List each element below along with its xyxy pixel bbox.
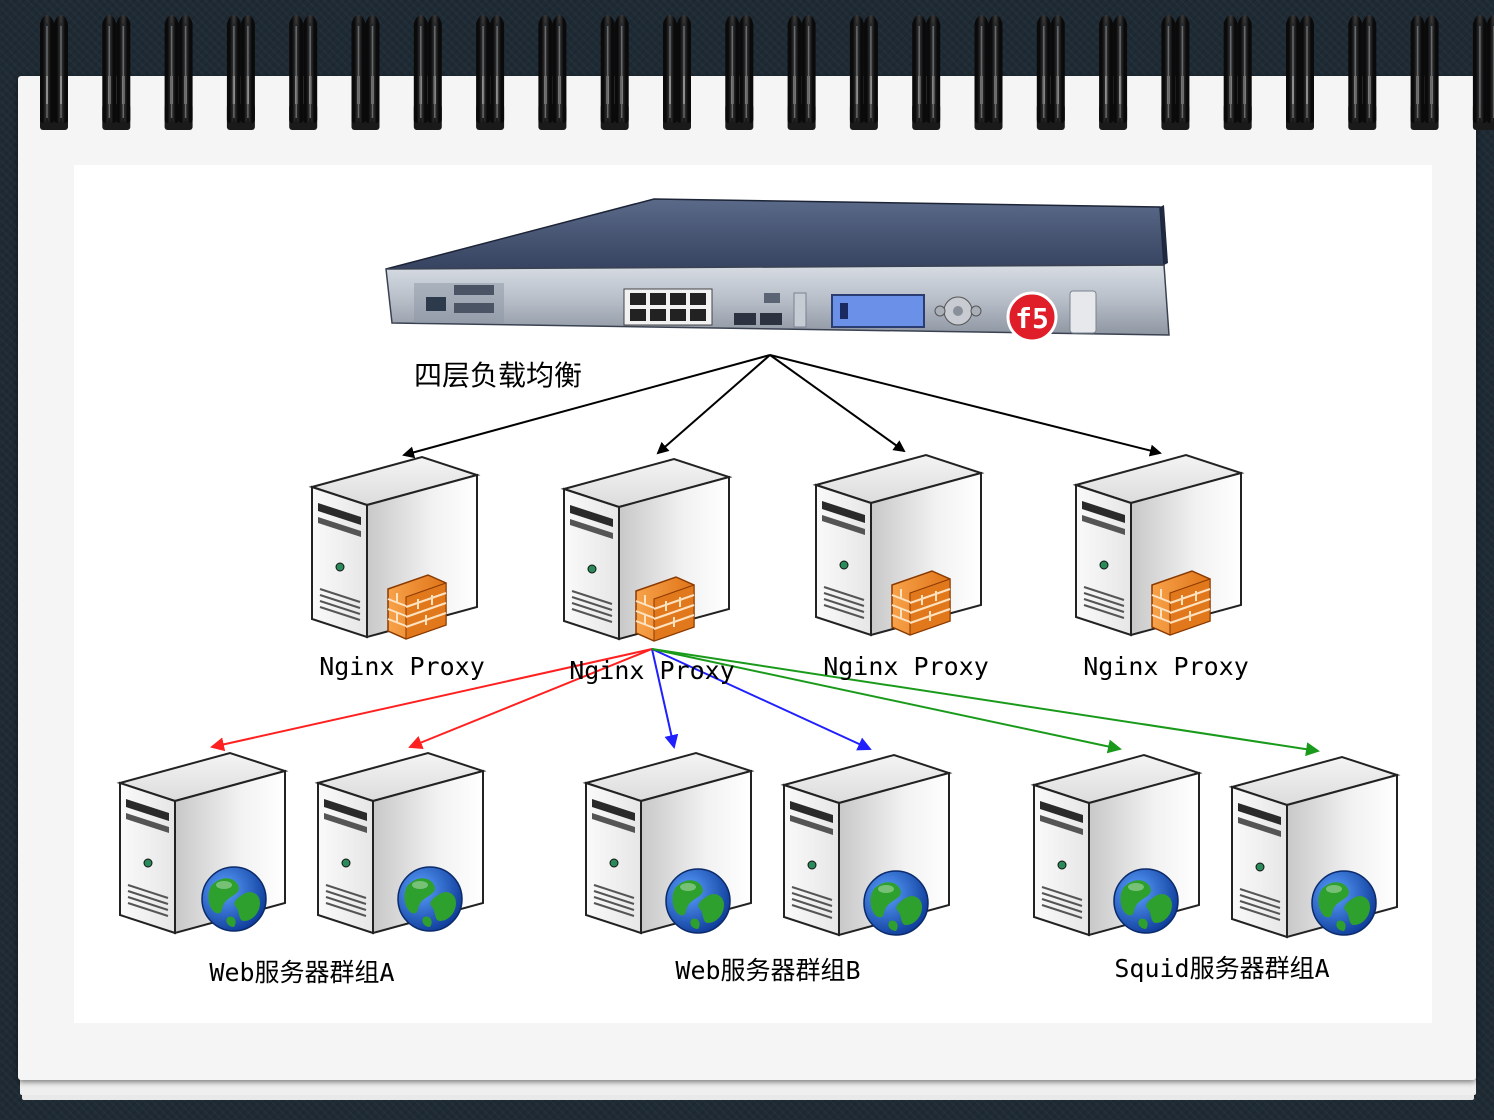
binding-ring: [663, 15, 691, 130]
lb-link-2: [656, 354, 771, 455]
binding-ring: [1161, 15, 1190, 130]
binding-ring: [102, 15, 131, 130]
lb-link-3: [769, 354, 906, 453]
figure-area: f5 四层负载均衡: [74, 165, 1432, 1023]
link-blue-1: [651, 648, 679, 749]
f5-logo-text: f5: [1015, 302, 1049, 335]
lb-link-4: [769, 354, 1162, 457]
binding-ring: [226, 15, 255, 130]
group-label-squid-a: Squid服务器群组A: [1114, 954, 1329, 983]
proxy-server-2: [563, 458, 730, 642]
f5-logo: f5: [1006, 291, 1058, 343]
binding-ring: [164, 15, 193, 130]
proxy-label-2: Nginx Proxy: [569, 656, 735, 685]
binding-ring: [413, 15, 442, 130]
binding-ring: [1099, 15, 1128, 130]
link-blue-2: [651, 648, 872, 751]
binding-ring: [974, 15, 1003, 130]
lb-link-1: [402, 354, 771, 459]
link-red-2: [408, 648, 653, 749]
binding-ring: [476, 15, 505, 130]
binding-ring: [1223, 15, 1252, 130]
binding-ring: [600, 15, 629, 130]
f5-load-balancer: f5: [385, 198, 1170, 343]
web-group-b-server-2: [783, 754, 950, 936]
link-red-1: [210, 648, 653, 752]
binding-ring: [1036, 15, 1065, 130]
ethernet-ports: [623, 288, 713, 326]
proxy-server-3: [815, 454, 982, 636]
proxy-to-group-links: [210, 648, 1320, 757]
binding-ring: [1286, 15, 1314, 130]
proxy-label-3: Nginx Proxy: [823, 652, 989, 681]
squid-group-a-server-2: [1231, 756, 1398, 938]
binding-ring: [725, 15, 754, 130]
link-green-2: [651, 648, 1320, 757]
proxy-server-1: [311, 456, 478, 640]
proxy-label-4: Nginx Proxy: [1083, 652, 1249, 681]
binding-ring: [912, 15, 941, 130]
network-diagram: f5 四层负载均衡: [119, 198, 1398, 987]
lb-to-proxy-links: [402, 354, 1162, 459]
squid-group-a-server-1: [1033, 754, 1200, 936]
web-group-a-server-1: [119, 752, 286, 934]
binding-ring: [40, 15, 68, 130]
link-green-1: [651, 648, 1122, 754]
web-group-b-server-1: [585, 752, 752, 934]
binding-ring: [1472, 15, 1494, 130]
proxy-label-1: Nginx Proxy: [319, 652, 485, 681]
group-label-web-b: Web服务器群组B: [675, 956, 860, 985]
binding-ring: [787, 15, 816, 130]
group-label-web-a: Web服务器群组A: [209, 958, 394, 987]
lcd-display: [831, 294, 925, 328]
web-group-a-server-2: [317, 752, 484, 934]
binding-ring: [289, 15, 318, 130]
binding-ring: [538, 15, 567, 130]
proxy-server-4: [1075, 454, 1242, 636]
binding-ring: [1348, 15, 1377, 130]
load-balancer-label: 四层负载均衡: [414, 359, 582, 392]
binding-ring: [1410, 15, 1439, 130]
binding-ring: [351, 15, 380, 130]
navigation-pad: [934, 296, 982, 326]
binding-ring: [849, 15, 878, 130]
spiral-binding: [40, 15, 1494, 130]
